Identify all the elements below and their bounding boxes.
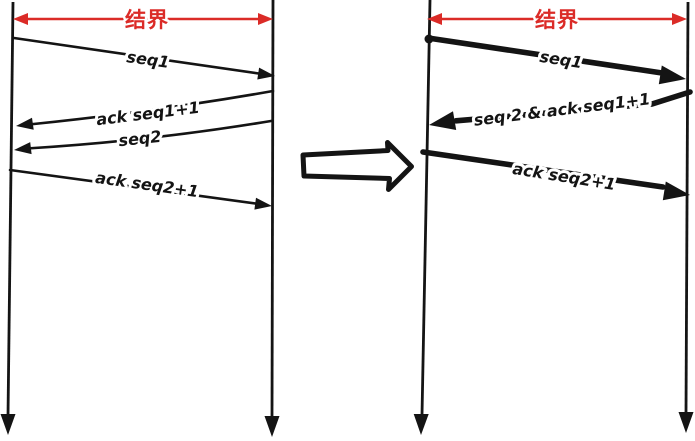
right-sender-lifeline: [420, 0, 432, 416]
left-message-arrowhead-ack-seq2-icon: [254, 197, 272, 210]
right-message-line-seq2-ack: [453, 89, 693, 124]
right-boundary-label: 结界: [535, 8, 579, 32]
left-message-label-ack-seq2: ack seq2+1: [94, 168, 200, 201]
left-message-label-seq1: seq1: [125, 47, 170, 72]
left-sequence-diagram: 结界 seq1 ack seq1+1 seq2 ack seq2+1: [0, 0, 280, 437]
left-message-line-seq2: [25, 119, 273, 150]
left-message-arrowhead-ack-seq1-icon: [16, 117, 34, 130]
right-message-arrowhead-ack-seq2-icon: [662, 181, 690, 201]
right-message-arrowhead-seq2-ack-icon: [429, 111, 457, 130]
left-message-label-seq2: seq2: [118, 127, 163, 150]
left-boundary-label: 结界: [125, 8, 169, 32]
left-boundary-right-arrowhead-icon: [258, 13, 273, 25]
right-message-label-ack-seq2: ack seq2+1: [511, 159, 617, 194]
left-message-line-ack-seq1: [27, 89, 275, 126]
right-receiver-lifeline-arrowhead-icon: [678, 412, 694, 433]
left-message-line-ack-seq2: [8, 168, 261, 206]
right-receiver-lifeline: [684, 1, 690, 414]
left-sender-lifeline-arrowhead-icon: [0, 414, 16, 435]
transform-arrow-icon: [300, 140, 414, 192]
left-message-arrowhead-seq2-icon: [14, 142, 32, 155]
left-message-arrowhead-seq1-icon: [257, 67, 275, 80]
right-boundary-right-arrowhead-icon: [672, 13, 687, 25]
right-message-line-ack-seq2: [420, 149, 666, 190]
right-boundary-left-arrowhead-icon: [427, 13, 442, 25]
right-message-line-seq1: [425, 35, 665, 76]
left-receiver-lifeline: [270, 0, 275, 418]
left-boundary-left-arrowhead-icon: [13, 13, 28, 25]
right-message-label-seq1: seq1: [538, 47, 583, 72]
right-message-label-seq2-ack: seq 2 & ack seq1+1: [473, 89, 652, 130]
right-sequence-diagram: 结界 seq1 seq 2 & ack seq1+1 ack seq2+1: [413, 0, 694, 435]
left-receiver-lifeline-arrowhead-icon: [264, 416, 280, 437]
left-sender-lifeline: [6, 1, 15, 417]
left-message-line-seq1: [12, 36, 264, 76]
right-sender-lifeline-arrowhead-icon: [413, 414, 429, 435]
left-message-label-ack-seq1: ack seq1+1: [95, 98, 201, 130]
right-message-arrowhead-seq1-icon: [658, 65, 686, 85]
